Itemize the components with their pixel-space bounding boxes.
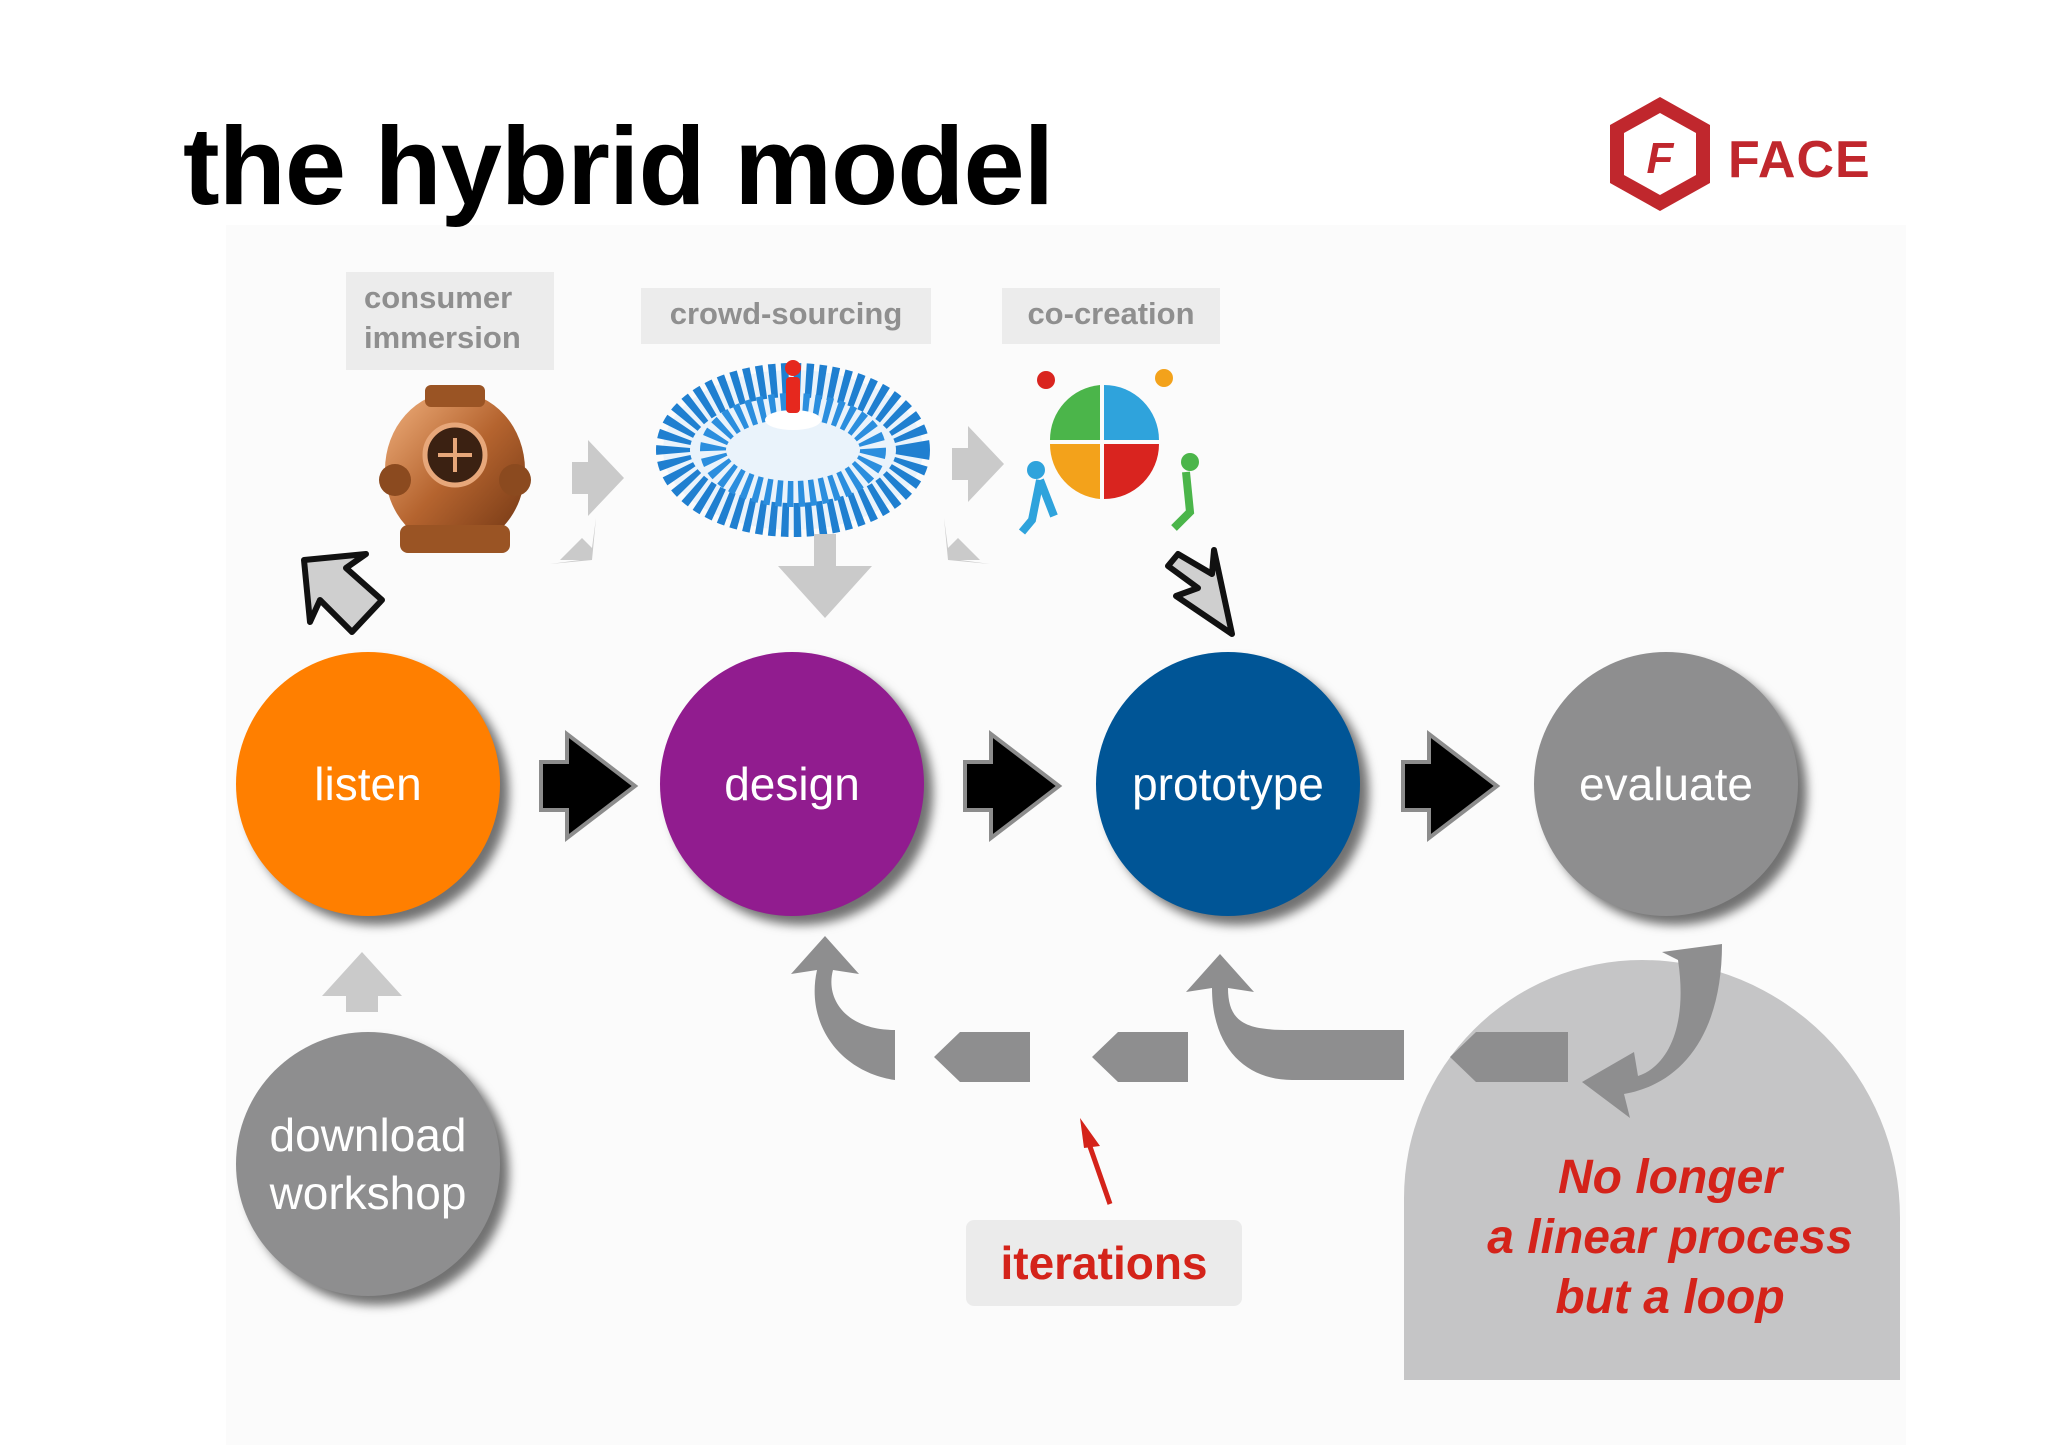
stage-prototype: prototype xyxy=(1096,652,1360,916)
tag-line: consumer xyxy=(364,280,513,315)
stage-listen: listen xyxy=(236,652,500,916)
svg-text:F: F xyxy=(1647,134,1675,183)
stage-label-line: download xyxy=(269,1109,467,1161)
slide-title: the hybrid model xyxy=(183,105,1054,228)
loop-note-background xyxy=(1404,960,1900,1380)
stage-label: prototype xyxy=(1132,758,1324,810)
loop-note-line: No longer xyxy=(1558,1151,1782,1204)
stage-label: evaluate xyxy=(1579,758,1753,810)
loop-note-line: a linear process xyxy=(1487,1211,1853,1264)
stage-label: design xyxy=(724,758,860,810)
stage-design: design xyxy=(660,652,924,916)
stage-label-line: workshop xyxy=(269,1167,467,1219)
tag-consumer-immersion: consumer immersion xyxy=(346,272,554,370)
tag-co-creation: co-creation xyxy=(1002,288,1220,344)
logo-text: FACE xyxy=(1728,131,1871,189)
stage-download-workshop: download workshop xyxy=(236,1032,500,1296)
stage-label: listen xyxy=(314,758,422,810)
tag-line: immersion xyxy=(364,320,521,355)
tag-crowd-sourcing: crowd-sourcing xyxy=(641,288,931,344)
stage-evaluate: evaluate xyxy=(1534,652,1798,916)
face-logo: F xyxy=(1610,97,1710,211)
iterations-label: iterations xyxy=(966,1220,1242,1306)
loop-note: No longer a linear process but a loop xyxy=(1430,1148,1910,1328)
crowd-icon xyxy=(656,360,930,537)
puzzle-people-icon xyxy=(1018,369,1199,535)
iterations-pointer-arrow xyxy=(1080,1118,1113,1205)
diving-helmet-icon xyxy=(379,385,531,553)
loop-note-line: but a loop xyxy=(1555,1271,1785,1324)
